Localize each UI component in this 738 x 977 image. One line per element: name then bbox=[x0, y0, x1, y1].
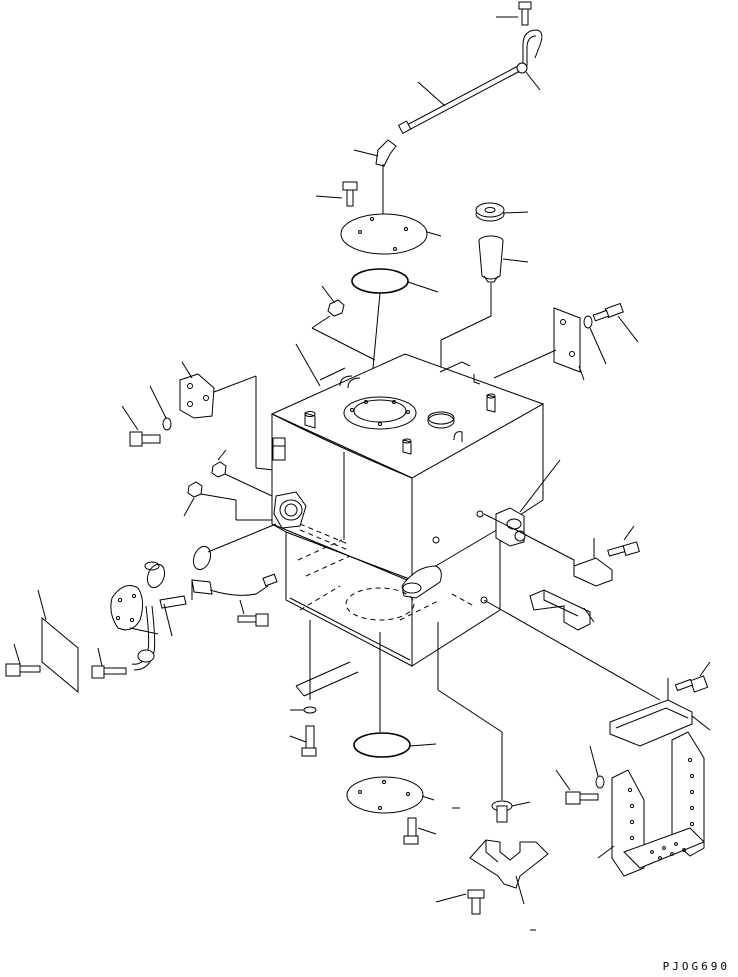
top-nut bbox=[311, 285, 376, 361]
bottom-cover-plate bbox=[346, 776, 460, 814]
top-cover-plate bbox=[340, 213, 442, 255]
step-washer bbox=[589, 745, 605, 789]
step-top-bracket bbox=[483, 599, 711, 747]
lower-bolt bbox=[289, 725, 317, 757]
bottom-cover-bolt bbox=[403, 817, 437, 845]
side-nut-upper bbox=[211, 449, 273, 497]
side-nut-lower bbox=[183, 481, 272, 521]
sensor-bolt bbox=[237, 599, 269, 627]
handrail bbox=[483, 513, 595, 631]
hydraulic-tank bbox=[270, 353, 545, 667]
gauge-gasket bbox=[192, 523, 277, 571]
step-ladder bbox=[597, 731, 705, 877]
lower-mount-plate bbox=[295, 620, 359, 700]
plate-bolt-left bbox=[5, 643, 41, 677]
left-bracket bbox=[179, 361, 275, 471]
filler-cap bbox=[475, 202, 529, 222]
handrail-bracket bbox=[573, 538, 613, 587]
lower-washer bbox=[290, 706, 317, 714]
guard-bolt bbox=[435, 889, 485, 915]
cover-bolt bbox=[315, 181, 358, 207]
plate-bolt-right bbox=[91, 647, 127, 679]
handrail-bolt bbox=[607, 525, 640, 557]
step-bolt bbox=[555, 769, 599, 805]
sensor-hose bbox=[131, 595, 187, 671]
right-bracket-bolt bbox=[592, 302, 639, 343]
left-bracket-washer bbox=[149, 385, 172, 431]
drain-fitting bbox=[437, 622, 531, 823]
inspection-plate bbox=[37, 589, 79, 694]
step-top-bolt bbox=[674, 661, 711, 693]
breather-bolt bbox=[496, 1, 532, 26]
left-bracket-bolt bbox=[121, 405, 161, 447]
right-bracket-washer bbox=[583, 315, 607, 365]
sensor-flange bbox=[110, 585, 159, 635]
gauge-plug bbox=[144, 561, 166, 589]
right-bracket bbox=[493, 307, 585, 381]
breather-pipe bbox=[397, 29, 543, 134]
bottom-gasket bbox=[353, 632, 437, 758]
guard-plate bbox=[469, 839, 549, 905]
sensor-wire bbox=[191, 573, 278, 600]
drawing-code: PJOG690 bbox=[662, 960, 730, 973]
filler-strainer bbox=[440, 235, 529, 410]
top-gasket bbox=[351, 268, 439, 369]
